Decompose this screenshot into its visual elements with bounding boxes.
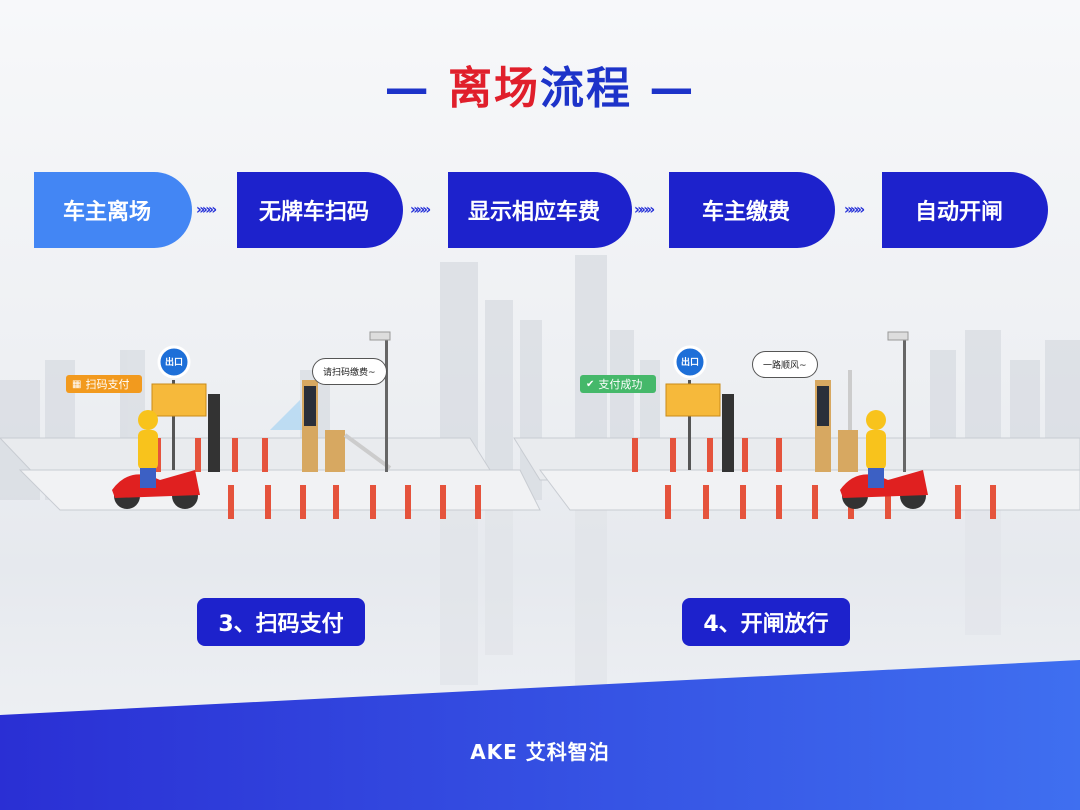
arrow-icon: »»» [196,202,217,218]
caption-label: 4、开闸放行 [703,612,829,637]
step-2: 无牌车扫码 [237,172,403,248]
check-icon: ✔ [586,378,595,390]
exit-sign: 出口 [680,358,699,368]
arrow-icon: »»» [844,202,865,218]
tag-label: 支付成功 [598,378,643,391]
page-title: — 离场流程 — [0,52,1080,116]
parking-exit-illustration [0,331,1080,519]
payment-success-tag: ✔ 支付成功 [580,375,656,393]
step-label: 自动开闸 [914,200,1003,225]
title-red-part: 离场 [448,63,540,114]
step-1: 车主离场 [34,172,192,248]
speech-bubble: 请扫码缴费~ [312,358,387,385]
speech-bubble: 一路顺风~ [752,351,818,378]
caption-gate-open: 4、开闸放行 [682,598,850,646]
title-dash-left: — [384,63,431,114]
brand-logo: AKE 艾科智泊 [470,740,610,764]
tag-label: 扫码支付 [85,378,130,391]
step-3: 显示相应车费 [448,172,632,248]
step-label: 显示相应车费 [467,200,600,225]
caption-scan-pay: 3、扫码支付 [197,598,365,646]
qr-code-icon: ▦ [72,378,82,390]
scan-pay-tag: ▦ 扫码支付 [66,375,142,393]
footer-band [0,660,1080,810]
step-5: 自动开闸 [882,172,1048,248]
step-4: 车主缴费 [669,172,835,248]
title-blue-part: 流程 [540,63,632,114]
title-dash-right: — [649,63,696,114]
arrow-icon: »»» [634,202,655,218]
step-label: 无牌车扫码 [258,200,369,225]
step-label: 车主缴费 [701,200,790,225]
step-label: 车主离场 [62,200,151,225]
arrow-icon: »»» [410,202,431,218]
caption-label: 3、扫码支付 [218,612,344,637]
exit-sign: 出口 [164,358,183,368]
